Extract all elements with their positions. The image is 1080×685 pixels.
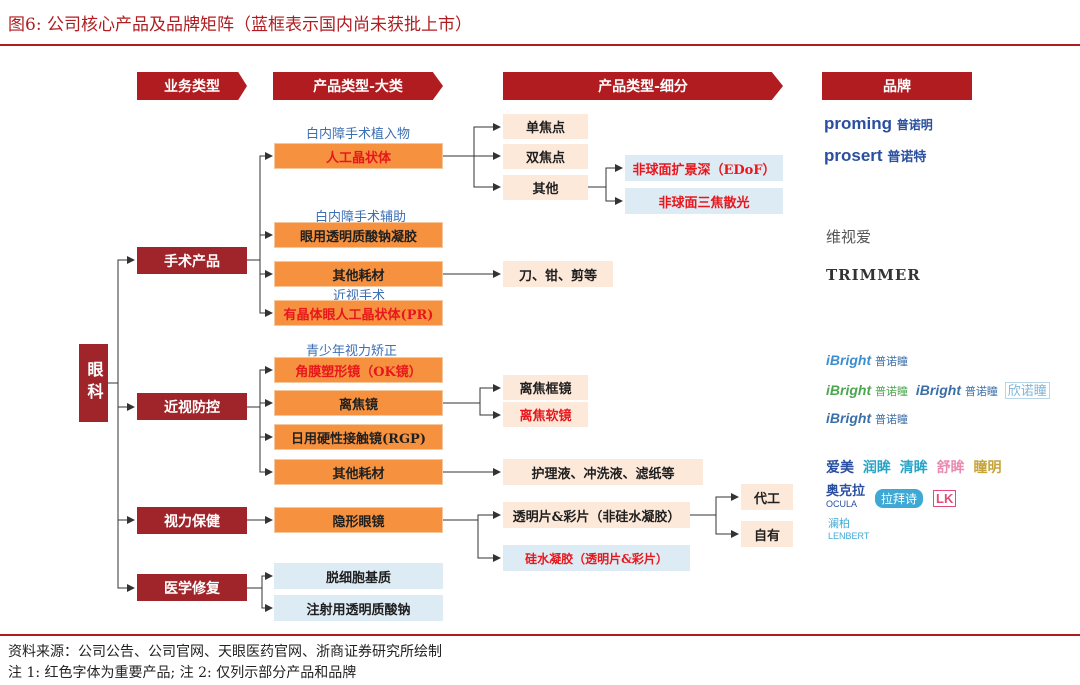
brand-ocula-en: OCULA <box>826 499 858 509</box>
category-medical: 医学修复 <box>137 574 247 601</box>
footer-source: 资料来源：公司公告、公司官网、天眼医药官网、浙商证券研究所绘制 <box>8 644 442 660</box>
product-defocus: 离焦镜 <box>274 390 443 416</box>
brand-proming-en: proming <box>824 114 892 133</box>
footer-rule <box>0 634 1080 636</box>
detail-defocus-soft: 离焦软镜 <box>503 402 588 427</box>
product-hyaluronic: 注射用透明质酸钠 <box>274 595 443 621</box>
sublabel-teen-correction: 青少年视力矫正 <box>306 344 398 359</box>
brand-trimmer: TRIMMER <box>826 266 921 284</box>
header-product-detail: 产品类型-细分 <box>503 72 783 100</box>
detail-solutions: 护理液、冲洗液、滤纸等 <box>503 459 703 485</box>
brand-ibright-en-3: iBright <box>826 410 872 426</box>
detail-defocus-frame: 离焦框镜 <box>503 375 588 400</box>
detail-tools: 刀、钳、剪等 <box>503 261 613 287</box>
detail-clear-color: 透明片&彩片（非硅水凝胶） <box>503 502 690 528</box>
category-surgery: 手术产品 <box>137 247 247 274</box>
detail-bifocal: 双焦点 <box>503 144 588 169</box>
product-contact-lens: 隐形眼镜 <box>274 507 443 533</box>
brand-ocula: 奥克拉 OCULA <box>826 484 866 510</box>
footer-note: 注 1: 红色字体为重要产品; 注 2: 仅列示部分产品和品牌 <box>8 665 357 681</box>
brand-weishiai: 维视爱 <box>826 228 872 246</box>
brand-xinnuotong: 欣诺瞳 <box>1004 382 1050 399</box>
detail-edof: 非球面扩景深（EDoF） <box>625 155 783 181</box>
brand-qingmou: 清眸 <box>899 460 928 476</box>
brand-ibright-blue-cn: 普诺瞳 <box>964 386 998 398</box>
product-pr: 有晶体眼人工晶状体(PR) <box>274 300 443 326</box>
brand-lens-row-1: 爱美 润眸 清眸 舒眸 瞳明 <box>826 457 1002 477</box>
root-ophthalmology: 眼科 <box>79 344 108 422</box>
detail-trifocal: 非球面三焦散光 <box>625 188 783 214</box>
brand-tongming: 瞳明 <box>973 460 1002 476</box>
brand-prosert-cn: 普诺特 <box>887 149 927 164</box>
category-vision: 视力保健 <box>137 507 247 534</box>
brand-proming: proming 普诺明 <box>824 114 933 134</box>
detail-oem: 代工 <box>741 484 793 510</box>
header-product-major: 产品类型-大类 <box>273 72 443 100</box>
brand-ibright-cn: 普诺瞳 <box>875 356 908 368</box>
brand-ibright-en: iBright <box>826 352 872 368</box>
product-ovd: 眼用透明质酸钠凝胶 <box>274 222 443 248</box>
detail-other: 其他 <box>503 175 588 200</box>
product-retina-matrix: 脱细胞基质 <box>274 563 443 589</box>
brand-lenbert: 澜柏 LENBERT <box>828 518 869 542</box>
detail-monofocal: 单焦点 <box>503 114 588 139</box>
brand-proming-cn: 普诺明 <box>896 118 933 132</box>
brand-ibright-green: iBright <box>826 382 872 398</box>
title-rule <box>0 44 1080 46</box>
detail-silicone: 硅水凝胶（透明片&彩片） <box>503 545 690 571</box>
product-iol: 人工晶状体 <box>274 143 443 169</box>
brand-runmou: 润眸 <box>862 460 891 476</box>
brand-ocula-cn: 奥克拉 <box>826 484 866 499</box>
brand-ibright-3: iBright 普诺瞳 <box>826 410 908 427</box>
sublabel-cataract-implant: 白内障手术植入物 <box>306 127 411 142</box>
product-myopia-other: 其他耗材 <box>274 459 443 485</box>
brand-ibright-green-cn: 普诺瞳 <box>875 386 908 398</box>
category-myopia: 近视防控 <box>137 393 247 420</box>
sublabel-cataract-aux: 白内障手术辅助 <box>315 210 407 225</box>
header-business: 业务类型 <box>137 72 247 100</box>
brand-ibright-1: iBright 普诺瞳 <box>826 352 908 369</box>
brand-ibright-cn-3: 普诺瞳 <box>875 414 908 426</box>
brand-shumou: 舒眸 <box>936 460 965 476</box>
product-ok-lens: 角膜塑形镜（OK镜） <box>274 357 443 383</box>
header-brand: 品牌 <box>822 72 972 100</box>
brand-lenbert-cn: 澜柏 <box>828 517 850 530</box>
brand-lenbert-en: LENBERT <box>828 531 870 541</box>
brand-ibright-row: iBright 普诺瞳 iBright 普诺瞳 欣诺瞳 <box>826 380 1050 399</box>
brand-ibright-blue: iBright <box>915 382 961 398</box>
brand-lens-row-2: 奥克拉 OCULA 拉拜诗 LK <box>826 484 957 510</box>
brand-lk: LK <box>933 489 957 507</box>
product-rgp: 日用硬性接触镜(RGP) <box>274 424 443 450</box>
brand-prosert-en: prosert <box>824 146 883 165</box>
detail-own: 自有 <box>741 521 793 547</box>
figure-title: 图6: 公司核心产品及品牌矩阵（蓝框表示国内尚未获批上市） <box>8 15 472 35</box>
brand-prosert: prosert 普诺特 <box>824 146 926 166</box>
brand-aimei: 爱美 <box>826 460 854 476</box>
product-surgery-other: 其他耗材 <box>274 261 443 287</box>
brand-labaishi: 拉拜诗 <box>875 488 924 508</box>
